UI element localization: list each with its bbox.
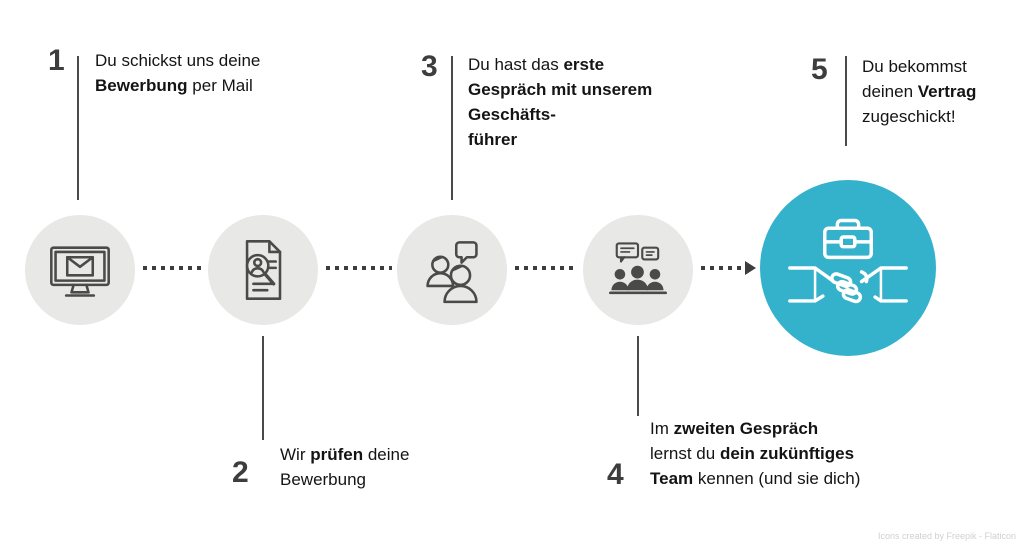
- step-4-number: 4: [607, 458, 624, 491]
- step-4-circle: [583, 215, 693, 325]
- dotted-connector-2: [326, 266, 392, 270]
- step-2-connector-line: [262, 336, 264, 440]
- dotted-connector-4: [701, 266, 745, 270]
- icons-attribution: Icons created by Freepik - Flaticon: [877, 531, 1016, 541]
- monitor-mail-icon: [50, 246, 110, 297]
- step-1-connector-line: [77, 56, 79, 200]
- step-2-number: 2: [232, 456, 249, 489]
- cv-magnifier-icon: [245, 240, 282, 300]
- step-3-connector-line: [451, 56, 453, 200]
- step-5-number: 5: [811, 53, 828, 86]
- arrow-head-icon: [745, 261, 756, 275]
- step-1-number: 1: [48, 44, 65, 77]
- team-meeting-icon: [609, 242, 667, 295]
- step-5-connector-line: [845, 56, 847, 146]
- step-3-number: 3: [421, 50, 438, 83]
- dotted-connector-3: [515, 266, 578, 270]
- step-3-circle: [397, 215, 507, 325]
- step-5-circle: [760, 180, 936, 356]
- handshake-briefcase-icon: [788, 218, 908, 304]
- step-1-circle: [25, 215, 135, 325]
- dotted-connector-1: [143, 266, 203, 270]
- step-4-connector-line: [637, 336, 639, 416]
- interview-speech-icon: [426, 241, 478, 304]
- step-2-circle: [208, 215, 318, 325]
